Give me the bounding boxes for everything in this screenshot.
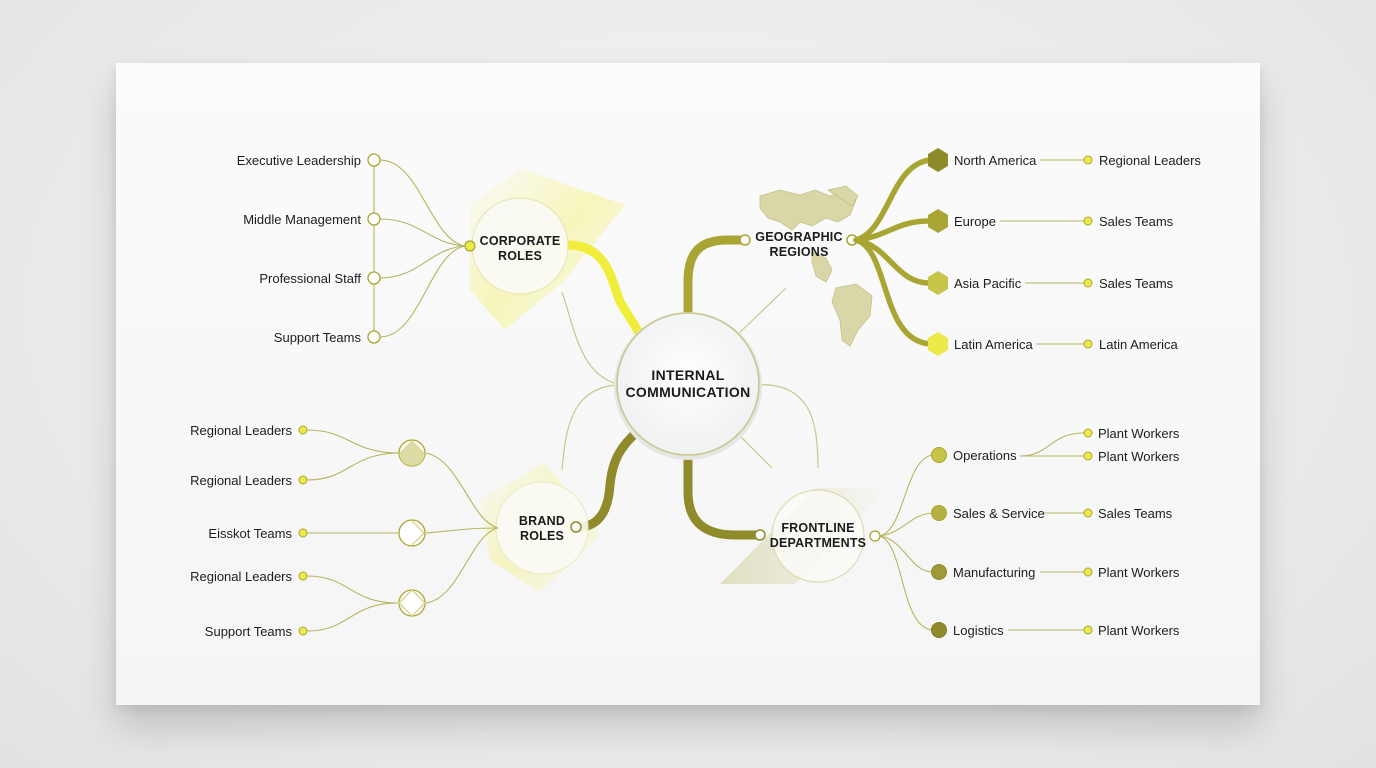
corporate-item-label: Executive Leadership: [237, 153, 361, 168]
region-child-label: Latin America: [1099, 337, 1179, 352]
brand-sub-node-fill: [399, 440, 425, 466]
corporate-item-label: Support Teams: [274, 330, 362, 345]
department-node[interactable]: [931, 564, 947, 580]
department-label: Operations: [953, 448, 1017, 463]
region-child-dot[interactable]: [1083, 155, 1093, 165]
corporate-title-line2: ROLES: [498, 249, 542, 263]
region-hex[interactable]: [928, 271, 948, 295]
brand-item-dot[interactable]: [298, 425, 308, 435]
department-child-label: Plant Workers: [1098, 565, 1180, 580]
brand-connectors: [306, 429, 499, 632]
region-hex[interactable]: [928, 148, 948, 172]
center-title-line2: COMMUNICATION: [626, 384, 751, 400]
department-label: Logistics: [953, 623, 1004, 638]
brand-sub-node[interactable]: [398, 589, 426, 617]
center-title-line1: INTERNAL: [651, 367, 724, 383]
region-child-dot[interactable]: [1083, 216, 1093, 226]
corporate-connectors: [373, 159, 466, 338]
branch-geographic: [683, 235, 749, 325]
corporate-item-node[interactable]: [367, 153, 381, 167]
corporate-item-label: Middle Management: [243, 212, 361, 227]
brand-sub-node-mark: [411, 520, 425, 546]
department-node[interactable]: [931, 505, 947, 521]
geographic-title-line1: GEOGRAPHIC: [755, 230, 842, 244]
brand-items: Regional Leaders Regional Leaders Eissko…: [190, 423, 308, 639]
department-label: Sales & Service: [953, 506, 1045, 521]
frontline-items: Operations Sales & Service Manufacturing…: [931, 426, 1180, 638]
region-child-dot[interactable]: [1083, 339, 1093, 349]
region-child-dot[interactable]: [1083, 278, 1093, 288]
region-child-label: Sales Teams: [1099, 276, 1174, 291]
department-child-dot[interactable]: [1083, 428, 1093, 438]
world-map-icon: [759, 185, 873, 347]
region-label: North America: [954, 153, 1037, 168]
frontline-hub-circle[interactable]: [771, 489, 865, 583]
brand-item-dot[interactable]: [298, 571, 308, 581]
brand-sub-nodes: [398, 439, 426, 617]
brand-item-label: Regional Leaders: [190, 569, 292, 584]
department-child-label: Plant Workers: [1098, 426, 1180, 441]
corporate-item-label: Professional Staff: [259, 271, 361, 286]
region-child-label: Regional Leaders: [1099, 153, 1201, 168]
brand-hub-dot: [570, 521, 582, 533]
region-child-label: Sales Teams: [1099, 214, 1174, 229]
region-label: Asia Pacific: [954, 276, 1022, 291]
brand-item-label: Support Teams: [205, 624, 293, 639]
frontline-title-line1: FRONTLINE: [781, 521, 854, 535]
corporate-item-node[interactable]: [367, 330, 381, 344]
frontline-left-dot: [754, 529, 766, 541]
brand-item-dot[interactable]: [298, 475, 308, 485]
brand-title-line2: ROLES: [520, 529, 564, 543]
corporate-title-line1: CORPORATE: [480, 234, 561, 248]
department-child-dot[interactable]: [1083, 625, 1093, 635]
brand-item-dot[interactable]: [298, 626, 308, 636]
geographic-items: North America Europe Asia Pacific Latin …: [928, 148, 1201, 356]
department-label: Manufacturing: [953, 565, 1035, 580]
department-node[interactable]: [931, 447, 947, 463]
geographic-title-line2: REGIONS: [769, 245, 828, 259]
brand-item-label: Eisskot Teams: [208, 526, 292, 541]
brand-item-label: Regional Leaders: [190, 423, 292, 438]
frontline-right-dot: [869, 530, 881, 542]
branch-frontline: [683, 443, 765, 540]
department-child-label: Plant Workers: [1098, 449, 1180, 464]
brand-item-label: Regional Leaders: [190, 473, 292, 488]
department-node[interactable]: [931, 622, 947, 638]
region-label: Latin America: [954, 337, 1034, 352]
region-label: Europe: [954, 214, 996, 229]
corporate-items: Executive Leadership Middle Management P…: [237, 153, 381, 345]
brand-title-line1: BRAND: [519, 514, 565, 528]
region-child-lines: [1000, 159, 1084, 345]
region-hex[interactable]: [928, 209, 948, 233]
department-child-dot[interactable]: [1083, 567, 1093, 577]
center-node[interactable]: [616, 312, 760, 456]
corporate-item-node[interactable]: [367, 212, 381, 226]
department-child-label: Sales Teams: [1098, 506, 1173, 521]
region-hex[interactable]: [928, 332, 948, 356]
brand-item-dot[interactable]: [298, 528, 308, 538]
branch-corporate: [563, 240, 648, 345]
frontline-title-line2: DEPARTMENTS: [770, 536, 866, 550]
department-child-dot[interactable]: [1083, 508, 1093, 518]
department-child-label: Plant Workers: [1098, 623, 1180, 638]
branch-brand: [573, 423, 647, 532]
center-spokes: [561, 287, 819, 471]
corporate-hub-dot: [464, 240, 476, 252]
department-child-dot[interactable]: [1083, 451, 1093, 461]
brand-sub-node-mark: [398, 589, 426, 617]
corporate-item-node[interactable]: [367, 271, 381, 285]
geographic-left-dot: [739, 234, 751, 246]
geographic-branches: [853, 157, 933, 347]
frontline-connectors: [879, 432, 1085, 631]
brand-sub-node[interactable]: [398, 519, 426, 547]
